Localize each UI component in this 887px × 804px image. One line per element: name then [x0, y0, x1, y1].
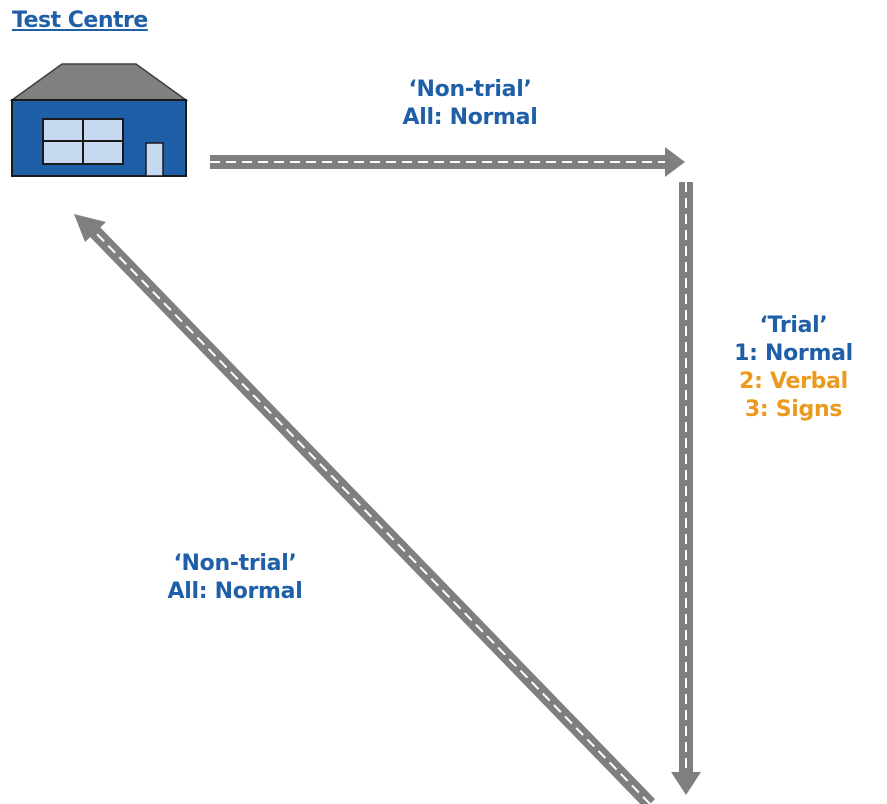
arrowhead-icon — [665, 147, 685, 177]
route-label-top: ‘Non-trial’ All: Normal — [355, 76, 585, 132]
route-left-line-1: ‘Non-trial’ — [173, 551, 297, 576]
arrowhead-icon — [671, 772, 701, 795]
building-roof — [9, 63, 189, 101]
route-right-line-3: 2: Verbal — [739, 369, 848, 394]
test-centre-building-icon — [9, 63, 189, 177]
route-label-right: ‘Trial’ 1: Normal 2: Verbal 3: Signs — [700, 312, 887, 424]
route-right-line-4: 3: Signs — [744, 397, 843, 422]
building-door — [145, 142, 164, 177]
route-right-line-2: 1: Normal — [734, 341, 853, 366]
road-diagonal-arrow — [74, 214, 656, 804]
test-centre-title: Test Centre — [12, 8, 148, 33]
arrowhead-icon — [74, 214, 106, 242]
route-label-left: ‘Non-trial’ All: Normal — [120, 550, 350, 606]
route-left-line-2: All: Normal — [167, 579, 303, 604]
route-right-line-1: ‘Trial’ — [759, 313, 828, 338]
road-top-arrow — [210, 147, 685, 177]
route-top-line-2: All: Normal — [402, 105, 538, 130]
road-right-arrow — [671, 182, 701, 795]
route-top-line-1: ‘Non-trial’ — [408, 77, 532, 102]
